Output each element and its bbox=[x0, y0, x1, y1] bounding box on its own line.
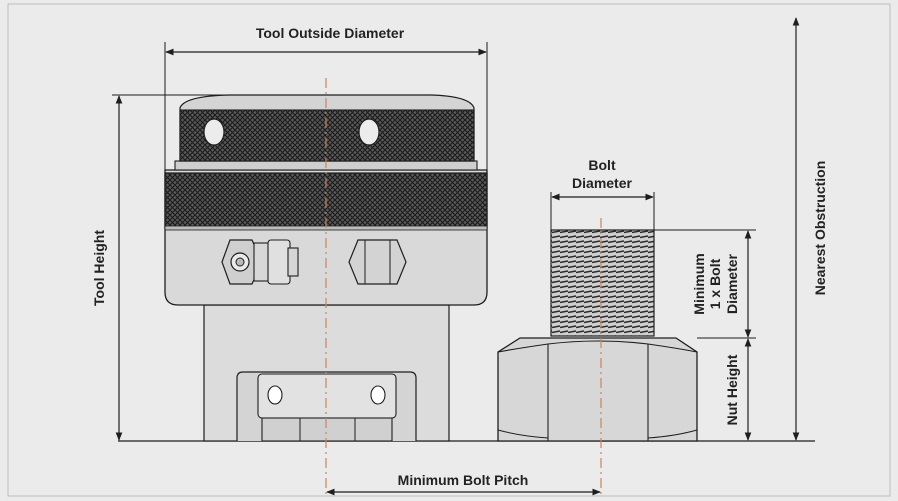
nut-and-bolt bbox=[497, 229, 698, 442]
label-tool-outside-diameter: Tool Outside Diameter bbox=[256, 25, 405, 41]
socket-screw-left bbox=[267, 385, 283, 405]
label-nut-height: Nut Height bbox=[724, 354, 740, 425]
bolt-thread bbox=[550, 229, 655, 337]
socket-lower bbox=[261, 417, 393, 442]
dim-bolt-diameter: Bolt Diameter bbox=[550, 157, 655, 230]
dim-nearest-obstruction: Nearest Obstruction bbox=[792, 17, 828, 441]
label-tool-height: Tool Height bbox=[91, 230, 107, 306]
label-minimum-bolt-pitch: Minimum Bolt Pitch bbox=[398, 472, 529, 488]
socket-screw-right bbox=[370, 385, 386, 405]
label-minimum-line1: Minimum bbox=[691, 253, 707, 314]
label-minimum-line2: 1 x Bolt bbox=[707, 258, 723, 309]
dim-minimum-bolt-pitch: Minimum Bolt Pitch bbox=[326, 472, 601, 496]
cap-hole-left bbox=[203, 118, 225, 146]
hydraulic-coupler bbox=[221, 239, 299, 285]
dim-tool-height: Tool Height bbox=[91, 94, 230, 441]
label-bolt-diameter-line2: Diameter bbox=[572, 175, 632, 191]
dim-tool-outside-diameter: Tool Outside Diameter bbox=[164, 25, 488, 170]
hex-plug bbox=[348, 239, 407, 285]
frame-border bbox=[7, 3, 891, 497]
cap-hole-right bbox=[358, 118, 380, 146]
dim-nut-height: Nut Height bbox=[724, 338, 752, 441]
label-minimum-line3: Diameter bbox=[724, 253, 740, 313]
hex-nut bbox=[497, 337, 698, 442]
label-nearest-obstruction: Nearest Obstruction bbox=[812, 161, 828, 296]
dim-minimum-thread-length: Minimum 1 x Bolt Diameter bbox=[654, 229, 756, 339]
label-bolt-diameter-line1: Bolt bbox=[588, 157, 616, 173]
upper-knurled-band bbox=[179, 109, 475, 162]
